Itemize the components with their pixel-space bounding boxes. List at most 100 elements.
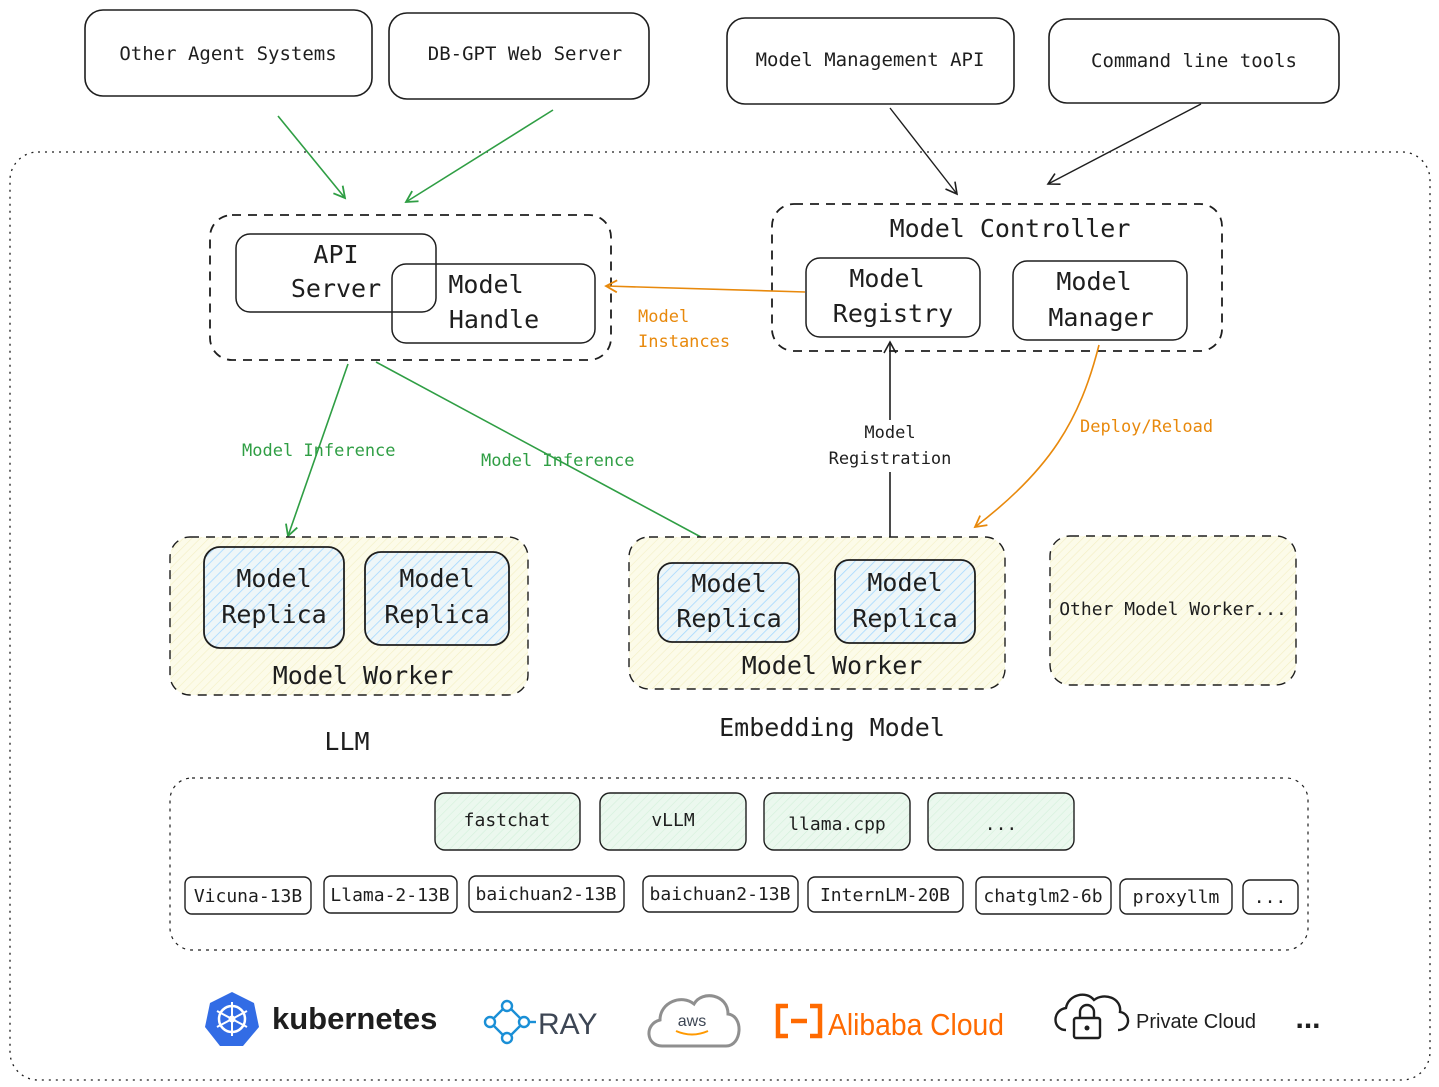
- model-label: baichuan2-13B: [650, 884, 791, 905]
- arrow-inference-left: [285, 363, 349, 538]
- llm-replica-1-line1: Model: [236, 564, 311, 593]
- registration-label-line1: Model: [864, 423, 915, 443]
- aws-label: aws: [678, 1013, 706, 1030]
- registration-label-line2: Registration: [829, 449, 952, 469]
- kubernetes-logo: kubernetes: [205, 992, 437, 1046]
- embedding-replica-1: [657, 562, 800, 643]
- deploy-reload-label: Deploy/Reload: [1080, 417, 1213, 437]
- registration-label-bg: [828, 420, 952, 472]
- api-server-line1: API: [313, 240, 358, 269]
- model-handle-line1: Model: [448, 270, 523, 299]
- model-controller-group: Model Controller Model Registry Model Ma…: [771, 203, 1223, 352]
- api-server-line2: Server: [291, 274, 381, 303]
- client-other-agents-label: Other Agent Systems: [119, 43, 336, 65]
- framework-box: [763, 792, 911, 851]
- embedding-model-label: Embedding Model: [719, 713, 945, 742]
- llm-label: LLM: [324, 727, 369, 756]
- model-label: baichuan2-13B: [476, 884, 617, 905]
- framework-label: ...: [985, 814, 1018, 835]
- alibaba-cloud-icon: [775, 1003, 823, 1039]
- client-other-agents: Other Agent Systems: [84, 9, 373, 97]
- llm-replica-2-line2: Replica: [384, 600, 489, 629]
- ray-label: RAY: [538, 1008, 597, 1041]
- embedding-worker-label: Model Worker: [742, 651, 923, 680]
- private-cloud-label: Private Cloud: [1136, 1011, 1256, 1033]
- ray-icon: [483, 999, 536, 1045]
- client-cli-tools-label: Command line tools: [1091, 50, 1297, 72]
- ray-logo: RAY: [483, 999, 597, 1045]
- model-box: [1119, 878, 1233, 915]
- model-registry-box: [805, 257, 981, 338]
- model-list: Vicuna-13B Llama-2-13B baichuan2-13B bai…: [184, 875, 1299, 915]
- model-box: [184, 876, 312, 915]
- inference-right-label: Model Inference: [481, 451, 635, 471]
- embedding-replica-1-line2: Replica: [676, 604, 781, 633]
- model-manager-line1: Model: [1056, 267, 1131, 296]
- client-dbgpt-web: DB-GPT Web Server: [388, 12, 650, 100]
- inference-left-label: Model Inference: [242, 441, 396, 461]
- llm-replica-1-line2: Replica: [221, 600, 326, 629]
- llm-replica-1: [203, 546, 345, 649]
- arrow-mgmt-to-controller: [889, 107, 959, 196]
- model-box: [323, 875, 458, 914]
- model-label: InternLM-20B: [820, 885, 950, 906]
- embedding-replica-1-line1: Model: [691, 569, 766, 598]
- other-model-worker: Other Model Worker...: [1049, 535, 1297, 686]
- framework-label: fastchat: [464, 810, 551, 831]
- model-label: Llama-2-13B: [330, 885, 449, 906]
- api-server-group: API Server Model Handle: [209, 214, 612, 361]
- model-box: [642, 875, 799, 913]
- client-dbgpt-web-label: DB-GPT Web Server: [428, 43, 622, 65]
- arrow-agents-to-api: [277, 115, 347, 200]
- framework-list: fastchat vLLM llama.cpp ...: [434, 792, 1075, 851]
- model-controller-title: Model Controller: [890, 214, 1131, 243]
- model-instances-label-line1: Model: [638, 307, 689, 327]
- model-box: [1242, 879, 1299, 915]
- model-manager-line2: Manager: [1048, 303, 1153, 332]
- alibaba-cloud-logo: Alibaba Cloud: [775, 1003, 1004, 1042]
- framework-box: [434, 792, 581, 851]
- model-box: [468, 875, 625, 913]
- model-handle-line2: Handle: [449, 305, 539, 334]
- embedding-worker-group: Model Replica Model Replica Model Worker: [628, 536, 1006, 690]
- api-server-box: [235, 233, 437, 313]
- arrow-web-to-api: [404, 109, 554, 203]
- aws-logo: aws: [647, 994, 741, 1048]
- model-handle-box: [391, 263, 596, 344]
- platforms-more: ...: [1295, 1002, 1320, 1035]
- arrow-deploy-reload: [973, 344, 1100, 529]
- client-cli-tools: Command line tools: [1048, 18, 1340, 104]
- framework-box: [599, 792, 747, 851]
- llm-worker-group: Model Replica Model Replica Model Worker: [169, 536, 529, 696]
- model-registry-line1: Model: [849, 264, 924, 293]
- embedding-replica-2-line1: Model: [867, 568, 942, 597]
- client-mgmt-api-label: Model Management API: [756, 49, 985, 71]
- embedding-replica-2: [834, 559, 976, 644]
- other-model-worker-label: Other Model Worker...: [1059, 599, 1287, 620]
- model-label: ...: [1254, 887, 1287, 908]
- backend-container: [169, 777, 1309, 951]
- private-cloud-logo: Private Cloud: [1054, 993, 1256, 1040]
- model-instances-label-line2: Instances: [638, 332, 730, 352]
- embedding-replica-2-line2: Replica: [852, 604, 957, 633]
- framework-label: llama.cpp: [788, 814, 886, 835]
- client-mgmt-api: Model Management API: [726, 17, 1015, 105]
- llm-worker-label: Model Worker: [273, 661, 454, 690]
- cloud-icon: [647, 994, 741, 1048]
- kubernetes-icon: [205, 992, 259, 1046]
- arrow-cli-to-controller: [1046, 103, 1202, 186]
- cloud-lock-icon: [1054, 993, 1130, 1040]
- arrow-model-instances: [604, 279, 806, 294]
- kubernetes-label: kubernetes: [272, 1001, 437, 1036]
- arrow-inference-right: [375, 361, 740, 558]
- llm-replica-2-line1: Model: [399, 564, 474, 593]
- framework-label: vLLM: [651, 810, 695, 831]
- model-registry-line2: Registry: [833, 299, 953, 328]
- alibaba-cloud-label: Alibaba Cloud: [828, 1007, 1004, 1042]
- llm-replica-2: [364, 551, 510, 646]
- model-label: Vicuna-13B: [194, 886, 302, 907]
- framework-box: [927, 792, 1075, 851]
- model-box: [975, 876, 1112, 915]
- model-label: proxyllm: [1133, 887, 1220, 908]
